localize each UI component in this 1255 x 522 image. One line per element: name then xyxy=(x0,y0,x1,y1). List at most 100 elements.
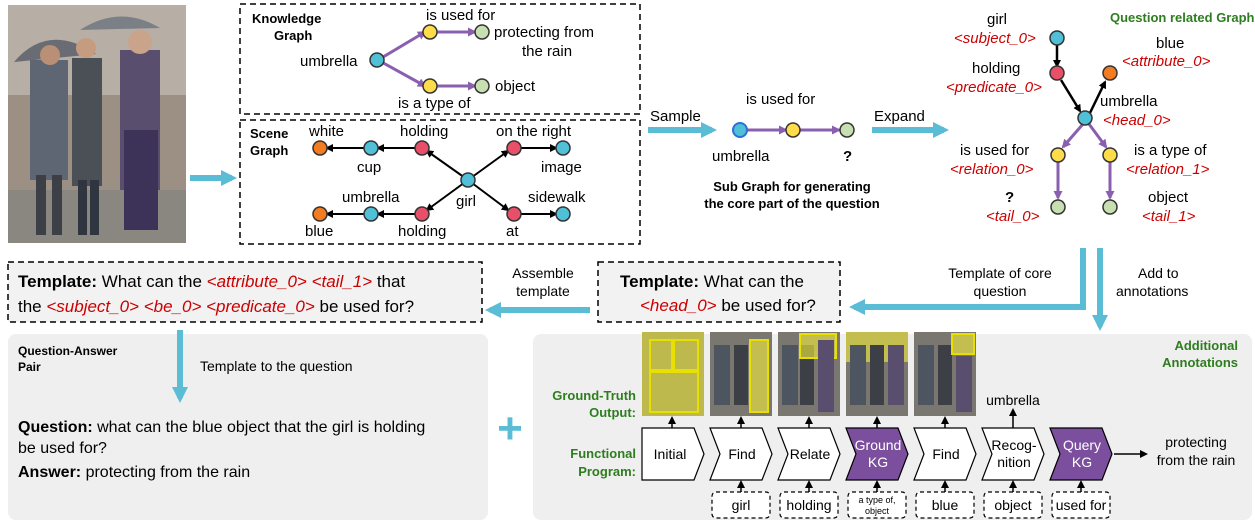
subgraph-left-label: umbrella xyxy=(712,148,770,165)
arg-arrows xyxy=(737,480,1085,492)
core-template-l2: <head_0> be used for? xyxy=(640,296,816,315)
step-label-relate: Relate xyxy=(790,446,831,462)
step-label-query-l1: Query xyxy=(1063,437,1101,453)
qa-pane xyxy=(8,334,488,520)
kg-label-protecting-l2: the rain xyxy=(522,43,572,60)
template-core-arrow xyxy=(849,248,1086,315)
gt-label-l1: Ground-Truth xyxy=(552,388,636,403)
step-label-find: Find xyxy=(728,446,755,462)
kg-edge-used-for: is used for xyxy=(426,7,495,24)
sg-title-l2: Graph xyxy=(250,143,288,158)
add-annotations-l2: annotations xyxy=(1116,283,1188,299)
sg-label-girl: girl xyxy=(456,193,476,210)
step-relate xyxy=(777,427,841,481)
qrg-type-of: is a type of xyxy=(1134,142,1207,159)
kg-node-relation xyxy=(422,78,438,94)
step-ground-kg xyxy=(845,427,909,481)
subgraph-caption-l1: Sub Graph for generating xyxy=(713,179,871,194)
question-related-graph xyxy=(1049,30,1118,215)
kg-node-relation xyxy=(422,24,438,40)
sg-label-umbrella: umbrella xyxy=(342,189,400,206)
arg-blue: blue xyxy=(932,497,959,513)
fp-label-l2: Program: xyxy=(578,464,636,479)
arg-box-object xyxy=(983,491,1043,519)
arg-box-holding xyxy=(779,491,839,519)
step-label-ground-l2: KG xyxy=(868,454,888,470)
plus-sign: + xyxy=(497,404,523,453)
arg-box-girl xyxy=(711,491,771,519)
sg-label-image: image xyxy=(541,159,582,176)
sub-graph xyxy=(732,122,855,138)
sg-label-holding-2: holding xyxy=(398,223,446,240)
arg-object: object xyxy=(994,497,1031,513)
template-core-label-l1: Template of core xyxy=(948,265,1052,281)
subgraph-edge-label: is used for xyxy=(746,91,815,108)
full-template-l2: the <subject_0> <be_0> <predicate_0> be … xyxy=(18,297,414,316)
kg-label-umbrella: umbrella xyxy=(300,53,358,70)
sg-title-l1: Scene xyxy=(250,126,288,141)
qrg-subject-tag: <subject_0> xyxy=(954,30,1036,47)
fp-label-l1: Functional xyxy=(570,446,636,461)
assemble-label-l2: template xyxy=(516,283,570,299)
expand-label: Expand xyxy=(874,108,925,125)
kg-node-tail xyxy=(474,24,490,40)
step-find xyxy=(709,427,773,481)
step-label-query-l2: KG xyxy=(1072,454,1092,470)
step-query-kg xyxy=(1049,427,1113,481)
step-label-recog-l2: nition xyxy=(997,454,1030,470)
annotations-title-l2: Annotations xyxy=(1162,355,1238,370)
sg-label-blue: blue xyxy=(305,223,333,240)
scene-graph xyxy=(312,140,571,222)
qrg-tail0-tag: <tail_0> xyxy=(986,208,1040,225)
full-template-box xyxy=(7,261,483,323)
kg-label-object: object xyxy=(495,78,536,95)
arg-used-for: used for xyxy=(1056,497,1107,513)
qrg-object: object xyxy=(1148,189,1189,206)
knowledge-graph xyxy=(369,24,490,94)
kg-title-l1: Knowledge xyxy=(252,11,321,26)
ground-truth-thumbnails xyxy=(642,332,976,416)
arg-box-type-of xyxy=(847,491,907,519)
sample-label: Sample xyxy=(650,108,701,125)
functional-program xyxy=(641,427,1113,481)
sg-label-holding: holding xyxy=(400,123,448,140)
qrg-umbrella: umbrella xyxy=(1100,93,1158,110)
core-template-l1: Template: What can the xyxy=(620,272,804,291)
answer-line: Answer: protecting from the rain xyxy=(18,464,250,481)
final-output-l2: from the rain xyxy=(1157,452,1236,468)
qrg-relation0-tag: <relation_0> xyxy=(950,161,1034,178)
qrg-holding: holding xyxy=(972,60,1020,77)
qrg-title: Question related Graph xyxy=(1110,10,1255,25)
arg-type-of-l2: object xyxy=(865,506,890,516)
scene-graph-box xyxy=(239,119,641,245)
recognition-output: umbrella xyxy=(986,392,1040,408)
kg-label-protecting-l1: protecting from xyxy=(494,24,594,41)
step-initial xyxy=(641,427,705,481)
qa-title-l2: Pair xyxy=(18,360,41,374)
final-output-l1: protecting xyxy=(1165,434,1226,450)
knowledge-graph-box xyxy=(239,3,641,115)
qrg-girl: girl xyxy=(987,11,1007,28)
core-template-box xyxy=(597,261,841,323)
sg-label-at: at xyxy=(506,223,519,240)
qrg-attribute-tag: <attribute_0> xyxy=(1122,53,1211,70)
arg-box-blue xyxy=(915,491,975,519)
arg-girl: girl xyxy=(732,497,751,513)
subgraph-caption-l2: the core part of the question xyxy=(704,196,880,211)
thumb-arrows xyxy=(668,408,1017,428)
subgraph-right-label: ? xyxy=(843,148,852,165)
step-label-recog-l1: Recog- xyxy=(991,437,1036,453)
qrg-relation1-tag: <relation_1> xyxy=(1126,161,1210,178)
arg-box-used-for xyxy=(1051,491,1111,519)
step-find-2 xyxy=(913,427,977,481)
sg-label-white: white xyxy=(308,123,344,140)
qa-title-l1: Question-Answer xyxy=(18,344,118,358)
template-to-question-label: Template to the question xyxy=(200,358,353,374)
qrg-question-mark: ? xyxy=(1005,189,1014,206)
step-label-find-2: Find xyxy=(932,446,959,462)
annotations-title-l1: Additional xyxy=(1174,338,1238,353)
arg-holding: holding xyxy=(786,497,831,513)
qrg-tail1-tag: <tail_1> xyxy=(1142,208,1196,225)
sg-label-on-the-right: on the right xyxy=(496,123,572,140)
